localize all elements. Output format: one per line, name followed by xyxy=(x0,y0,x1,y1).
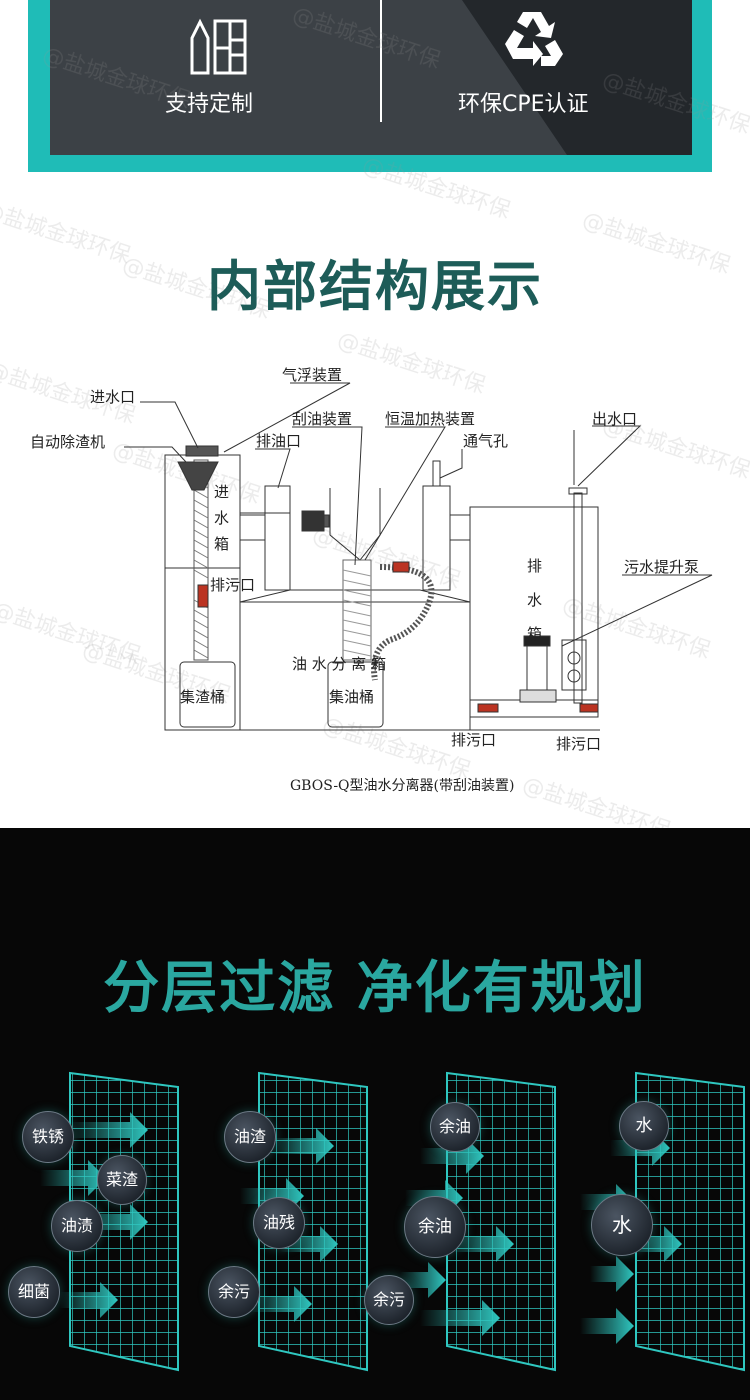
label-inlet: 进水口 xyxy=(90,388,135,406)
flow-arrow xyxy=(590,1256,634,1292)
feature-divider xyxy=(380,0,382,122)
label-drain-3: 排污口 xyxy=(556,735,601,753)
flow-arrow xyxy=(630,1226,682,1262)
label-oil-outlet: 排油口 xyxy=(256,432,301,450)
bubble-residual-dirt: 余污 xyxy=(364,1275,414,1325)
flow-arrow xyxy=(40,1160,106,1196)
label-drain-2: 排污口 xyxy=(451,731,496,749)
label-vent: 通气孔 xyxy=(463,432,508,450)
label-slag-bucket: 集渣桶 xyxy=(180,688,225,706)
label-inlet-box-2: 水 xyxy=(214,509,229,527)
diagram-caption: GBOS-Q型油水分离器(带刮油装置) xyxy=(290,777,514,794)
bubble-oil-stain: 油渍 xyxy=(51,1200,103,1252)
bubble-bacteria: 细菌 xyxy=(8,1266,60,1318)
separator-diagram: 进水口 自动除渣机 气浮装置 刮油装置 恒温加热装置 排油口 通气孔 出水口 进… xyxy=(30,366,713,794)
flow-arrow xyxy=(400,1262,446,1298)
filter-grids xyxy=(40,1071,745,1372)
label-inlet-box-1: 进 xyxy=(214,483,229,501)
filtering-title: 分层过滤 净化有规划 xyxy=(103,956,647,1021)
label-separator-box: 油 水 分 离 箱 xyxy=(292,655,386,673)
label-float-device: 气浮装置 xyxy=(282,366,342,384)
label-inlet-box-3: 箱 xyxy=(214,535,229,553)
bubble-water: 水 xyxy=(619,1101,669,1151)
flow-arrow xyxy=(70,1112,148,1148)
label-lift-pump: 污水提升泵 xyxy=(624,558,699,576)
bubble-oil-remnant: 油残 xyxy=(253,1197,305,1249)
flow-arrow xyxy=(270,1128,334,1164)
flow-arrow xyxy=(420,1300,500,1336)
flow-arrow xyxy=(280,1226,338,1262)
label-drain-1: 排污口 xyxy=(210,576,255,594)
feature-label-cpe: 环保CPE认证 xyxy=(458,92,589,117)
bubble-oil-residue: 油渣 xyxy=(224,1111,276,1163)
feature-label-custom: 支持定制 xyxy=(165,92,254,117)
bubble-residual-oil: 余油 xyxy=(430,1102,480,1152)
label-drain-box-2: 水 xyxy=(527,591,542,609)
label-drain-box-1: 排 xyxy=(527,557,542,575)
oil-bucket xyxy=(327,661,384,728)
bottles-icon xyxy=(190,18,247,75)
bubble-rust: 铁锈 xyxy=(22,1111,74,1163)
label-auto-slag: 自动除渣机 xyxy=(30,433,105,451)
structure-title: 内部结构展示 xyxy=(207,255,543,318)
bubble-vegetable-residue: 菜渣 xyxy=(97,1155,147,1205)
flow-arrow xyxy=(580,1308,634,1344)
label-oil-scraper: 刮油装置 xyxy=(292,410,352,428)
bubble-residual-oil: 余油 xyxy=(404,1196,466,1258)
label-oil-bucket: 集油桶 xyxy=(329,688,374,706)
recycle-icon xyxy=(505,12,563,66)
flow-arrow xyxy=(60,1282,118,1318)
bubble-residual-dirt: 余污 xyxy=(208,1266,260,1318)
flow-arrow xyxy=(450,1226,514,1262)
label-heater: 恒温加热装置 xyxy=(385,410,475,428)
label-drain-box-3: 箱 xyxy=(527,625,542,643)
flow-arrow xyxy=(80,1204,148,1240)
bubble-water: 水 xyxy=(591,1194,653,1256)
label-water-outlet: 出水口 xyxy=(592,410,637,428)
slag-bucket xyxy=(179,661,236,728)
flow-arrow xyxy=(250,1286,312,1322)
